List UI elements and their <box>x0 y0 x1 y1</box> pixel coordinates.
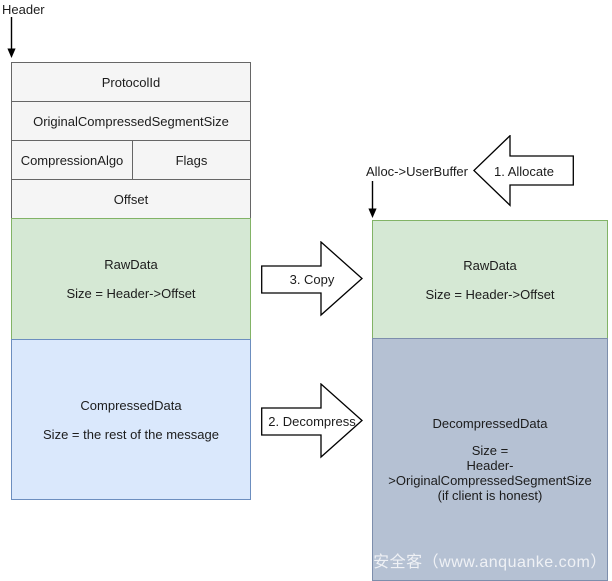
field-protocol-id: ProtocolId <box>11 62 251 102</box>
message-raw-data-box: RawData Size = Header->Offset <box>11 218 251 340</box>
message-raw-data-size: Size = Header->Offset <box>66 286 196 301</box>
field-flags: Flags <box>132 140 251 180</box>
alloc-userbuffer-pointer-arrow-icon <box>368 181 377 218</box>
field-offset: Offset <box>11 179 251 219</box>
field-offset-label: Offset <box>113 191 149 207</box>
userbuffer-decompressed-data-size: Size = Header->OriginalCompressedSegment… <box>373 443 607 503</box>
field-original-compressed-segment-size-label: OriginalCompressedSegmentSize <box>33 113 229 129</box>
message-compressed-data-box: CompressedData Size = the rest of the me… <box>11 339 251 500</box>
watermark: 安全客（www.anquanke.com） <box>373 554 607 571</box>
userbuffer-decompressed-data-box: DecompressedData Size = Header->Original… <box>372 338 608 581</box>
copy-arrow-label: 3. Copy <box>289 271 335 287</box>
allocate-arrow-label: 1. Allocate <box>494 163 554 179</box>
message-compressed-data-size: Size = the rest of the message <box>43 426 219 442</box>
userbuffer-raw-data-title: RawData <box>463 257 517 273</box>
allocate-arrow-icon <box>473 135 574 207</box>
userbuffer-raw-data-size: Size = Header->Offset <box>425 286 555 302</box>
message-compressed-data-title: CompressedData <box>80 397 182 413</box>
field-flags-label: Flags <box>175 152 208 168</box>
decompress-arrow-icon <box>261 383 363 459</box>
copy-arrow-icon <box>261 241 363 317</box>
field-compression-algo-label: CompressionAlgo <box>20 152 124 168</box>
message-raw-data-title: RawData <box>104 257 158 272</box>
field-compression-algo: CompressionAlgo <box>11 140 133 180</box>
field-protocol-id-label: ProtocolId <box>101 74 161 90</box>
decompressed-size-line-3: (if client is honest) <box>437 488 543 503</box>
header-pointer-label: Header <box>2 2 45 17</box>
field-original-compressed-segment-size: OriginalCompressedSegmentSize <box>11 101 251 141</box>
userbuffer-raw-data-box: RawData Size = Header->Offset <box>372 220 608 339</box>
decompressed-size-line-2: Header->OriginalCompressedSegmentSize <box>388 458 592 488</box>
alloc-userbuffer-pointer-label: Alloc->UserBuffer <box>366 164 468 179</box>
decompress-arrow-label: 2. Decompress <box>268 413 356 429</box>
decompressed-size-line-1: Size = <box>471 443 509 458</box>
userbuffer-decompressed-data-title: DecompressedData <box>432 416 548 431</box>
header-pointer-arrow-icon <box>7 17 16 58</box>
